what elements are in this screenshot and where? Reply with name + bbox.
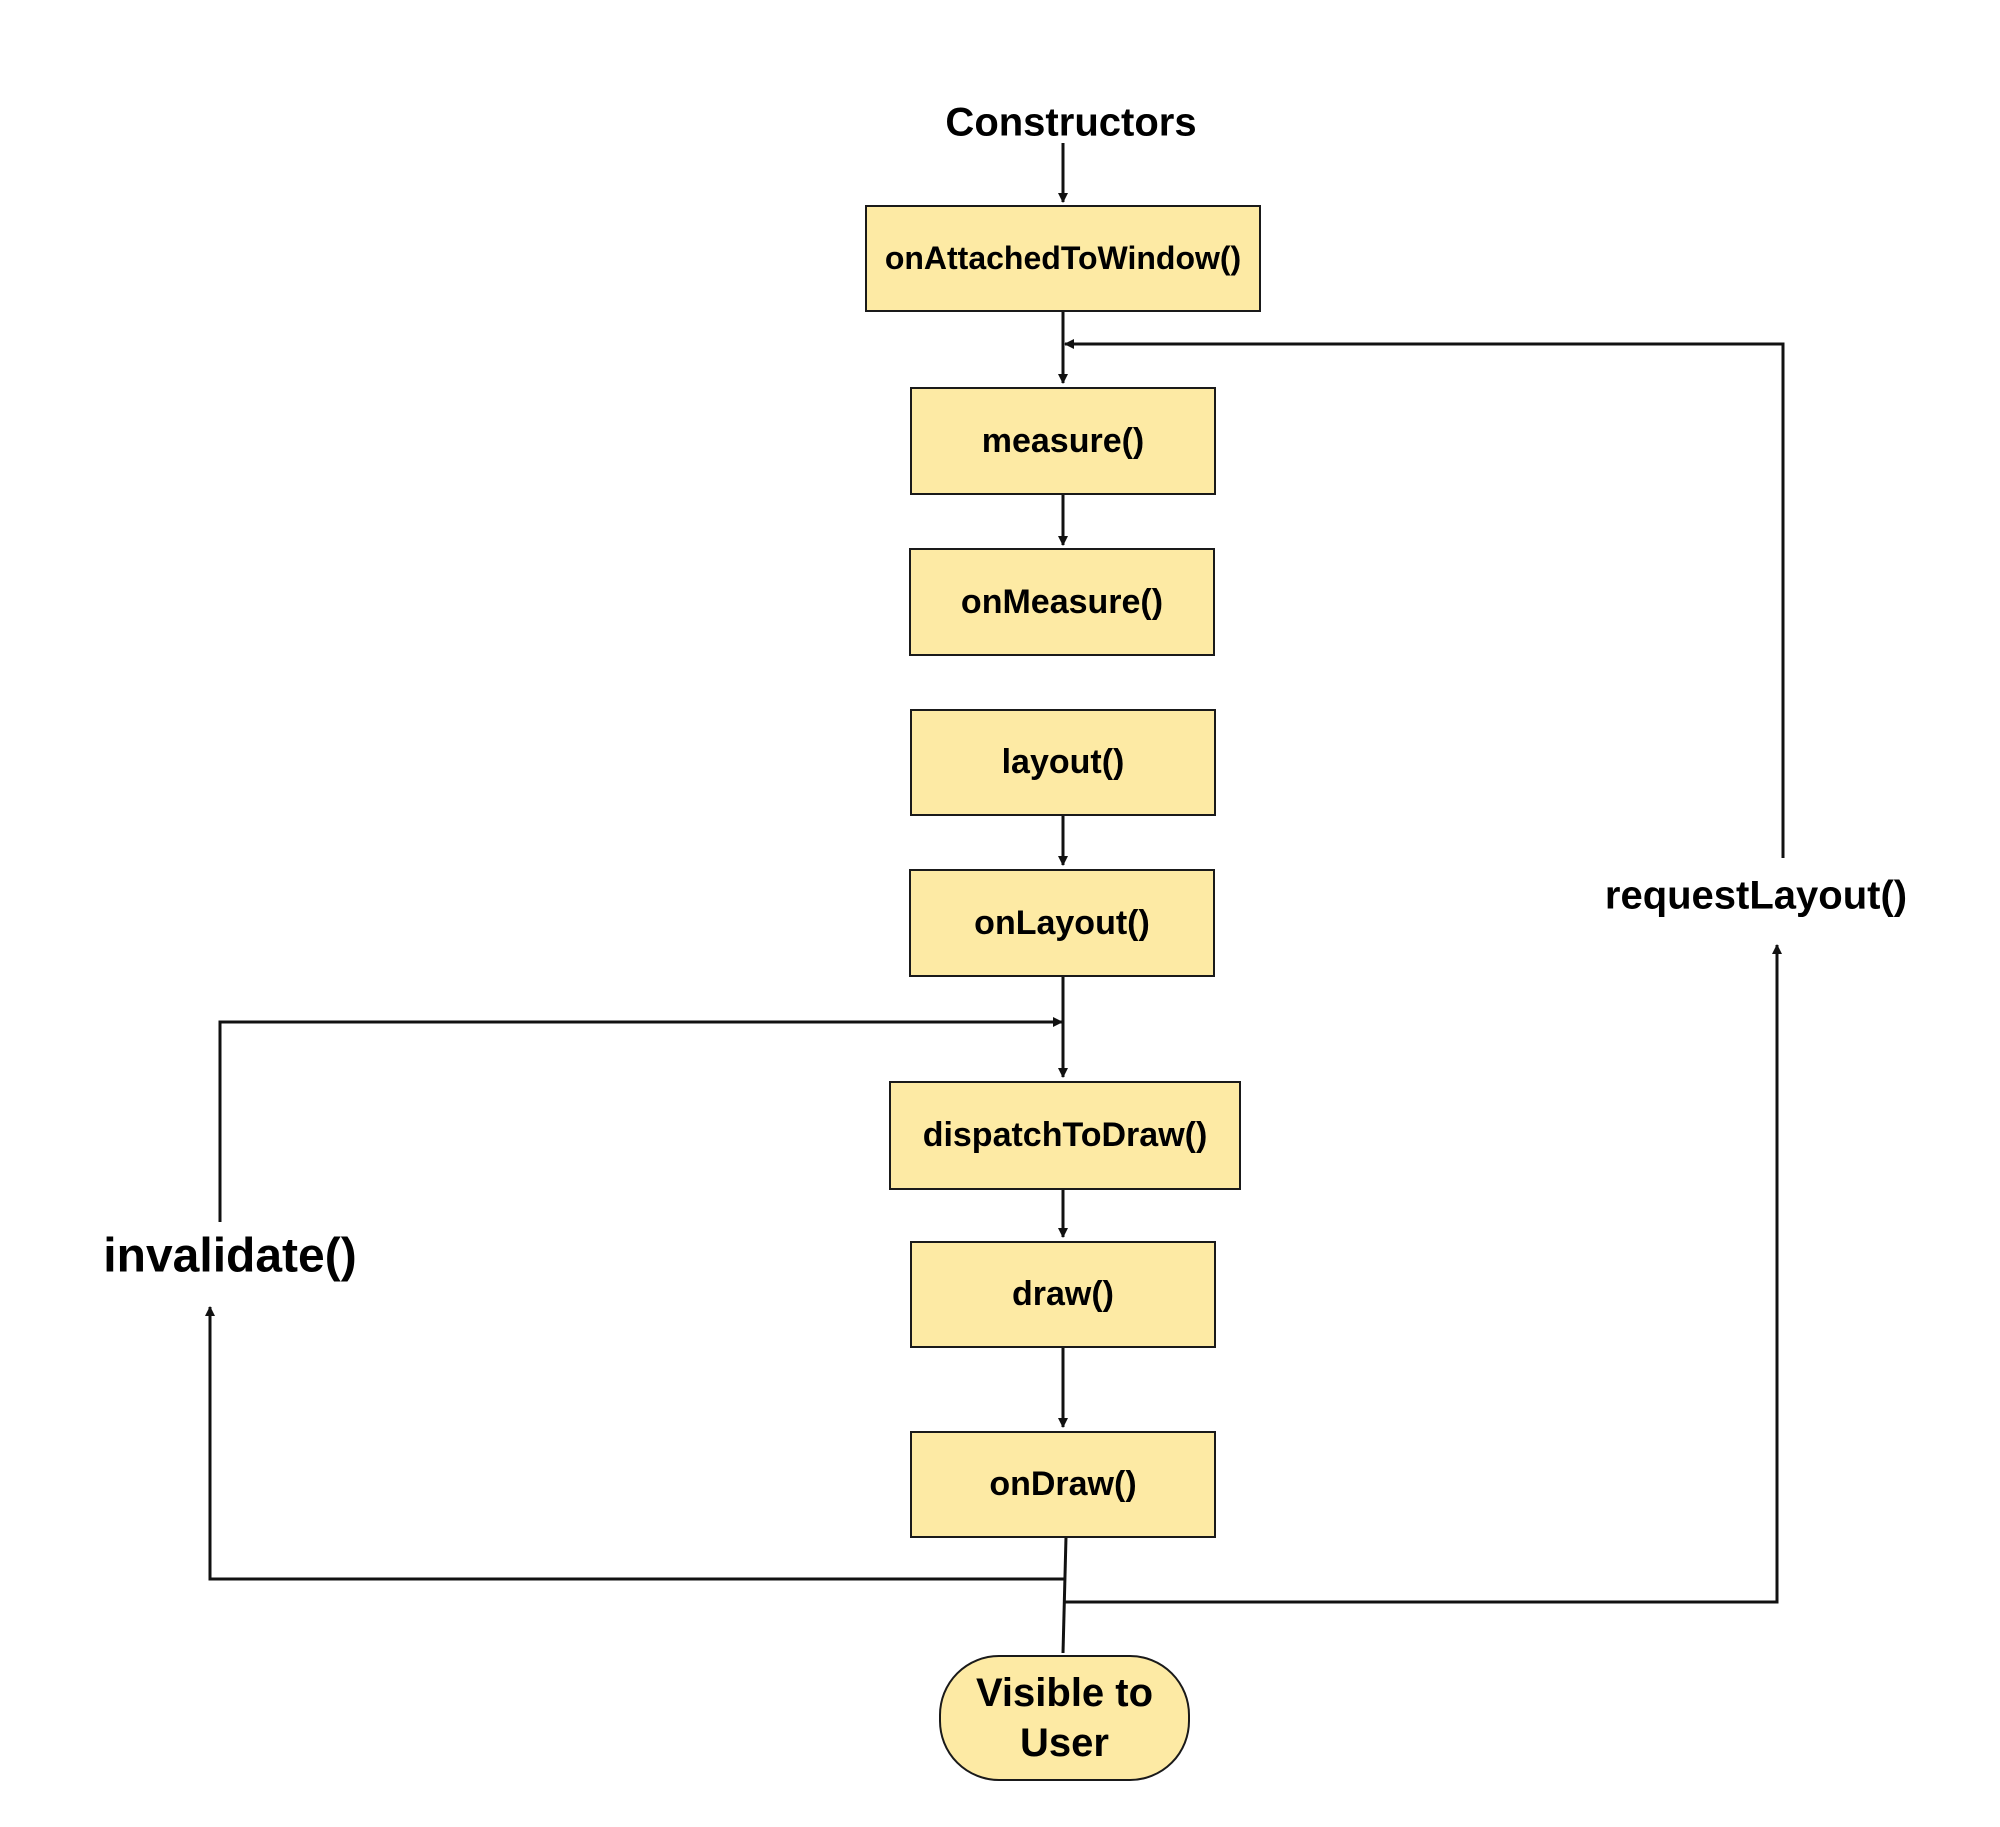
node-on-layout: onLayout() bbox=[909, 869, 1215, 977]
edge-invalidate-to-dispatch bbox=[218, 1017, 1063, 1222]
terminal-visible-to-user: Visible to User bbox=[939, 1655, 1190, 1781]
request-layout-label: requestLayout() bbox=[1604, 873, 1908, 918]
node-on-attached-to-window: onAttachedToWindow() bbox=[865, 205, 1261, 312]
node-on-measure: onMeasure() bbox=[909, 548, 1215, 656]
node-draw: draw() bbox=[910, 1241, 1216, 1348]
terminal-line-1: Visible to bbox=[975, 1671, 1154, 1715]
node-dispatch-to-draw: dispatchToDraw() bbox=[889, 1081, 1241, 1190]
node-layout: layout() bbox=[910, 709, 1216, 816]
edge-ondraw-to-invalidate bbox=[205, 1306, 1065, 1581]
terminal-line-2: User bbox=[1020, 1721, 1109, 1765]
constructors-label: Constructors bbox=[945, 100, 1197, 145]
invalidate-label: invalidate() bbox=[103, 1229, 357, 1283]
edge-ondraw-to-requestlayout bbox=[1065, 944, 1782, 1604]
edge-ondraw-to-visible bbox=[1061, 1536, 1068, 1654]
edge-requestlayout-to-measure bbox=[1064, 339, 1785, 858]
node-on-draw: onDraw() bbox=[910, 1431, 1216, 1538]
node-measure: measure() bbox=[910, 387, 1216, 495]
